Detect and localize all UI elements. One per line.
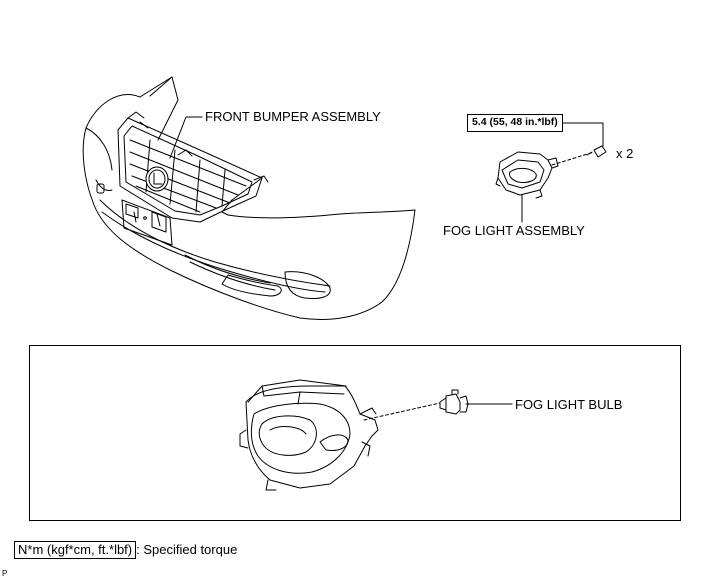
bulb-dashed-line: [363, 402, 441, 421]
fog-light-detail-drawing: [239, 379, 379, 491]
fog-light-bulb-label: FOG LIGHT BULB: [515, 397, 623, 412]
front-bumper-leader: [169, 116, 203, 159]
fog-light-assembly-drawing: [495, 151, 559, 199]
front-bumper-drawing: [82, 76, 416, 320]
illustration-code: P: [2, 569, 8, 578]
torque-legend: N*m (kgf*cm, ft.*lbf): Specified torque: [14, 541, 238, 560]
legend-unit-box: N*m (kgf*cm, ft.*lbf): [14, 541, 137, 560]
fog-light-assembly-label: FOG LIGHT ASSEMBLY: [443, 223, 585, 238]
bolt-drawing: [586, 145, 607, 158]
fog-light-detail-inset: [29, 345, 681, 521]
torque-leader: [544, 122, 604, 147]
torque-spec-box: 5.4 (55, 48 in.*lbf): [467, 114, 563, 132]
quantity-label: x 2: [616, 146, 634, 161]
front-bumper-label: FRONT BUMPER ASSEMBLY: [205, 109, 381, 124]
legend-description: : Specified torque: [136, 542, 238, 557]
bolt-dashed-line: [551, 151, 595, 166]
